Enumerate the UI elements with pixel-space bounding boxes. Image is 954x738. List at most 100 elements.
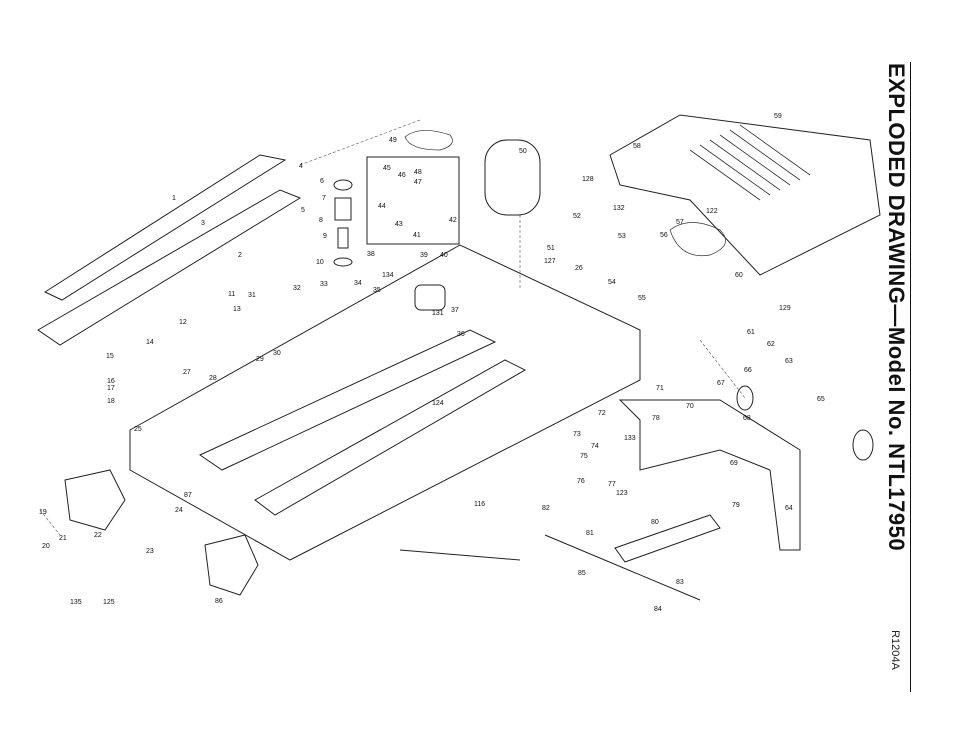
callout-21: 21 (59, 535, 67, 542)
callout-60: 60 (735, 272, 743, 279)
callout-84: 84 (654, 606, 662, 613)
incline-frame (618, 399, 801, 551)
incline-motor-body (337, 227, 349, 249)
callout-25: 25 (134, 426, 142, 433)
callout-42: 42 (449, 217, 457, 224)
callout-40: 40 (440, 252, 448, 259)
callout-77: 77 (608, 481, 616, 488)
drawing-title: EXPLODED DRAWING—Model No. NTL17950 (884, 62, 909, 552)
callout-27: 27 (183, 369, 191, 376)
right-rail (254, 359, 527, 516)
wheel-left (736, 385, 754, 411)
callout-68: 68 (743, 415, 751, 422)
drive-belt (404, 130, 453, 151)
callout-67: 67 (717, 380, 725, 387)
callout-10: 10 (316, 259, 324, 266)
callout-47: 47 (414, 179, 422, 186)
callout-3: 3 (201, 220, 205, 227)
callout-53: 53 (618, 233, 626, 240)
callout-48: 48 (414, 169, 422, 176)
callout-61: 61 (747, 329, 755, 336)
motor-hood (609, 114, 881, 276)
title-block: EXPLODED DRAWING—Model No. NTL17950 (878, 62, 914, 552)
callout-57: 57 (676, 219, 684, 226)
callout-2: 2 (238, 252, 242, 259)
callout-64: 64 (785, 505, 793, 512)
callout-13: 13 (233, 306, 241, 313)
callout-86: 86 (215, 598, 223, 605)
callout-83: 83 (676, 579, 684, 586)
wheel-right (852, 429, 874, 461)
callout-59: 59 (774, 113, 782, 120)
power-cord (669, 222, 726, 257)
assembly-line-c (699, 339, 746, 399)
callout-12: 12 (179, 319, 187, 326)
callout-23: 23 (146, 548, 154, 555)
callout-43: 43 (395, 221, 403, 228)
left-rail-cover (43, 154, 287, 301)
callout-134: 134 (382, 272, 394, 279)
right-rail-cover (198, 329, 497, 471)
callout-65: 65 (817, 396, 825, 403)
callout-133: 133 (624, 435, 636, 442)
incline-motor-cap (333, 179, 353, 191)
callout-124: 124 (432, 400, 444, 407)
lower-cylinder (614, 514, 721, 563)
callout-29: 29 (256, 356, 264, 363)
callout-80: 80 (651, 519, 659, 526)
incline-motor-base (333, 257, 353, 267)
drive-motor (484, 139, 541, 216)
callout-38: 38 (367, 251, 375, 258)
callout-69: 69 (730, 460, 738, 467)
callout-85: 85 (578, 570, 586, 577)
callout-36: 36 (457, 331, 465, 338)
callout-20: 20 (42, 543, 50, 550)
callout-116: 116 (474, 501, 485, 508)
callout-49: 49 (389, 137, 397, 144)
lower-bar-b (544, 534, 701, 601)
callout-132: 132 (613, 205, 625, 212)
drawing-code-block: R1204A (880, 620, 910, 680)
callout-19: 19 (39, 509, 47, 516)
lower-bar-a (399, 549, 521, 561)
callout-33: 33 (320, 281, 328, 288)
callout-135: 135 (70, 599, 82, 606)
rear-foot-right (204, 534, 259, 596)
callout-55: 55 (638, 295, 646, 302)
callout-14: 14 (146, 339, 154, 346)
callout-73: 73 (573, 431, 581, 438)
callout-32: 32 (293, 285, 301, 292)
callout-31: 31 (248, 292, 256, 299)
callout-58: 58 (633, 143, 641, 150)
callout-82: 82 (542, 505, 550, 512)
callout-16: 16 (107, 378, 115, 385)
callout-70: 70 (686, 403, 694, 410)
callout-51: 51 (547, 245, 555, 252)
callout-79: 79 (732, 502, 740, 509)
callout-41: 41 (413, 232, 421, 239)
assembly-line-a (299, 119, 421, 166)
callout-1: 1 (172, 195, 176, 202)
callout-81: 81 (586, 530, 594, 537)
callout-7: 7 (322, 195, 326, 202)
callout-24: 24 (175, 507, 183, 514)
rear-foot-left (64, 469, 126, 531)
left-rail (37, 189, 302, 346)
callout-123: 123 (616, 490, 628, 497)
title-rule (910, 62, 911, 692)
callout-76: 76 (577, 478, 585, 485)
callout-122: 122 (706, 208, 718, 215)
callout-72: 72 (598, 410, 606, 417)
callout-34: 34 (354, 280, 362, 287)
parts-layer (37, 114, 881, 601)
callout-62: 62 (767, 341, 775, 348)
callout-54: 54 (608, 279, 616, 286)
callout-127: 127 (544, 258, 556, 265)
callout-78: 78 (652, 415, 660, 422)
callout-11: 11 (228, 291, 235, 298)
callout-87: 87 (184, 492, 192, 499)
callout-128: 128 (582, 176, 594, 183)
